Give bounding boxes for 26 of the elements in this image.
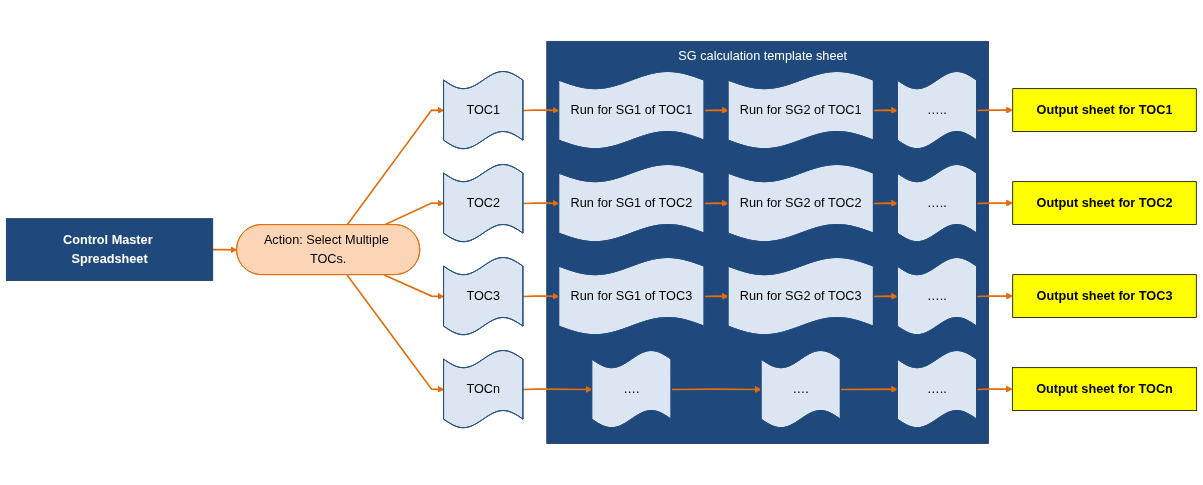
node-box: Output sheet for TOC3 [1012, 274, 1197, 318]
arrow [670, 386, 762, 393]
arrow [703, 292, 729, 300]
arrow [976, 292, 1014, 300]
arrow [522, 199, 560, 207]
arrow [522, 106, 560, 114]
arrow [976, 199, 1014, 207]
arrow [522, 386, 593, 393]
arrow [383, 274, 445, 300]
arrow [346, 274, 445, 393]
arrow [873, 292, 898, 300]
arrow [976, 385, 1013, 393]
node-box: Output sheet for TOC1 [1012, 88, 1197, 132]
arrow [703, 106, 729, 114]
arrow [703, 199, 729, 207]
node-box: Output sheet for TOCn [1011, 367, 1198, 411]
arrow [211, 246, 238, 254]
node-box: Control Master Spreadsheet [5, 218, 214, 281]
arrow [873, 106, 898, 114]
arrow [346, 106, 445, 226]
arrow [840, 385, 898, 393]
node-box: Output sheet for TOC2 [1012, 181, 1197, 225]
arrow [873, 199, 898, 207]
arrow [522, 292, 560, 300]
arrow [976, 106, 1014, 114]
arrow [383, 199, 445, 226]
